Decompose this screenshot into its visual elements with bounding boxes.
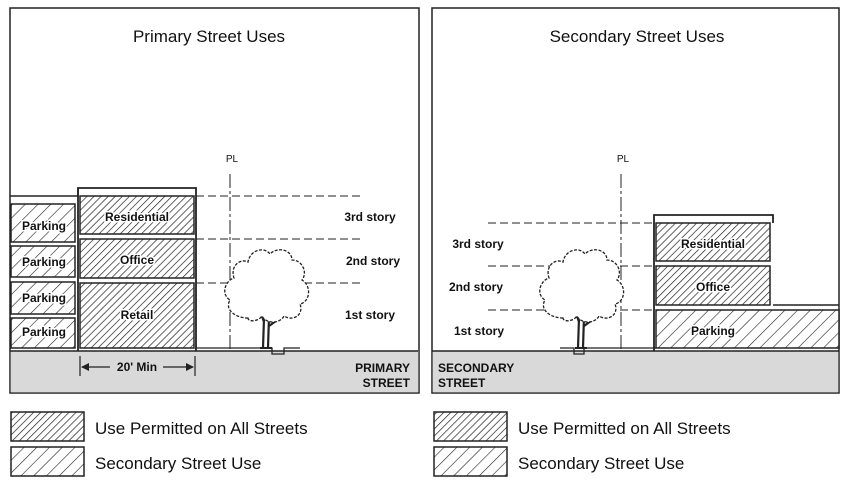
story-label: 2nd story bbox=[346, 254, 400, 268]
parking-floor bbox=[655, 309, 840, 349]
parking-level bbox=[10, 281, 76, 315]
property-line-label: PL bbox=[617, 154, 630, 165]
street-ground bbox=[432, 351, 839, 393]
office-floor bbox=[655, 265, 771, 306]
parking-label: Parking bbox=[22, 255, 66, 269]
legend-label: Use Permitted on All Streets bbox=[518, 419, 731, 438]
legend: Use Permitted on All Streets Secondary S… bbox=[10, 411, 731, 477]
secondary-street-panel: Secondary Street Uses SECONDARY STREET R… bbox=[431, 7, 840, 394]
parking-level bbox=[10, 245, 76, 278]
use-label: Retail bbox=[121, 308, 154, 322]
min-width-dimension: 20' Min bbox=[79, 356, 196, 376]
panel-title: Secondary Street Uses bbox=[550, 27, 725, 46]
legend-label: Secondary Street Use bbox=[518, 454, 684, 473]
primary-street-panel: Primary Street Uses PRIMARY STREET Parki… bbox=[9, 7, 420, 394]
retail-floor bbox=[79, 282, 195, 349]
story-label: 2nd story bbox=[449, 280, 503, 294]
office-floor bbox=[79, 238, 195, 279]
use-label: Residential bbox=[105, 210, 169, 224]
legend-swatch-secondary bbox=[433, 446, 508, 477]
residential-floor bbox=[79, 195, 195, 235]
story-label: 1st story bbox=[345, 308, 395, 322]
sidewalk-curb bbox=[560, 347, 656, 355]
story-label: 1st story bbox=[454, 324, 504, 338]
panel-title: Primary Street Uses bbox=[133, 27, 285, 46]
use-label: Parking bbox=[691, 324, 735, 338]
street-label: STREET bbox=[438, 376, 486, 390]
primary-building: Residential Office Retail bbox=[77, 187, 197, 351]
street-label: SECONDARY bbox=[438, 361, 514, 375]
street-label: PRIMARY bbox=[355, 361, 410, 375]
parking-garage: Parking Parking Parking Parking bbox=[10, 188, 79, 349]
parking-level bbox=[10, 317, 76, 349]
use-label: Residential bbox=[681, 237, 745, 251]
legend-label: Use Permitted on All Streets bbox=[95, 419, 308, 438]
parking-label: Parking bbox=[22, 291, 66, 305]
secondary-building: Residential Office Parking bbox=[653, 214, 840, 351]
dimension-label: 20' Min bbox=[117, 360, 157, 374]
use-label: Office bbox=[696, 280, 730, 294]
story-label: 3rd story bbox=[452, 237, 504, 251]
legend-swatch-permitted bbox=[433, 411, 508, 442]
parking-label: Parking bbox=[22, 219, 66, 233]
residential-floor bbox=[655, 222, 771, 262]
property-line-label: PL bbox=[226, 154, 239, 165]
legend-swatch-permitted bbox=[10, 411, 85, 442]
legend-label: Secondary Street Use bbox=[95, 454, 261, 473]
street-ground bbox=[10, 351, 419, 393]
legend-swatch-secondary bbox=[10, 446, 85, 477]
parking-label: Parking bbox=[22, 325, 66, 339]
story-label: 3rd story bbox=[344, 210, 396, 224]
parking-level bbox=[10, 203, 76, 243]
street-label: STREET bbox=[363, 376, 411, 390]
use-label: Office bbox=[120, 253, 154, 267]
